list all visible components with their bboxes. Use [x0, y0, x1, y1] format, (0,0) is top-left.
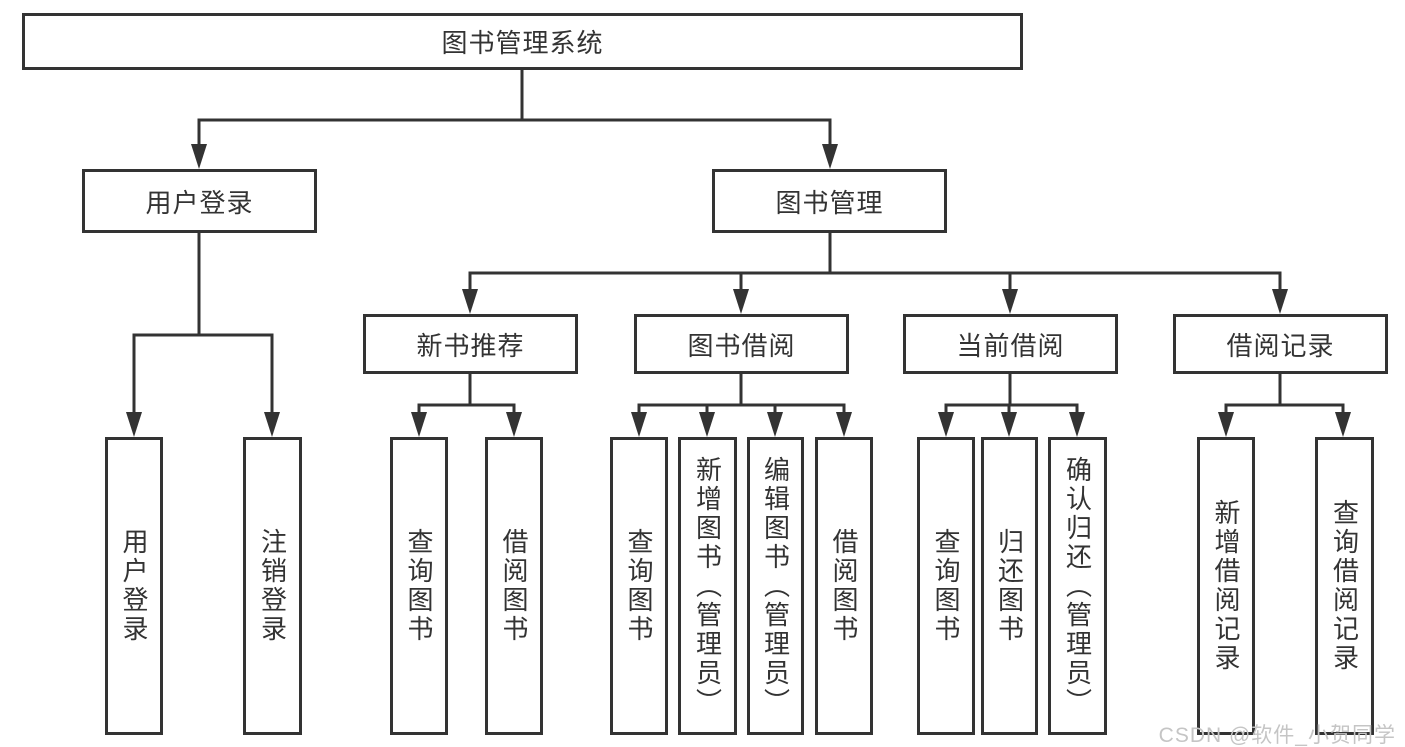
node-label: 用户登录: [119, 528, 149, 644]
node-label: 当前借阅: [956, 330, 1065, 361]
arrowhead-icon: [1001, 412, 1017, 437]
arrowhead-icon: [1069, 412, 1085, 437]
arrowhead-icon: [1218, 412, 1234, 437]
node-label: 用户登录: [145, 187, 254, 218]
node-label: 查询图书: [624, 528, 654, 644]
node-query-borrow-record: 查询借阅记录: [1315, 437, 1374, 735]
arrowhead-icon: [733, 289, 749, 314]
node-current-borrow: 当前借阅: [903, 314, 1118, 374]
arrowhead-icon: [126, 412, 142, 437]
arrowhead-icon: [1272, 289, 1288, 314]
watermark: CSDN @软件_小贺同学: [1158, 724, 1396, 747]
node-label: 借阅记录: [1226, 330, 1335, 361]
node-user-login: 用户登录: [82, 169, 317, 233]
connector-library-system: [191, 70, 838, 169]
node-user-login-action: 用户登录: [105, 437, 163, 735]
node-label: 确认归还（管理员）: [1062, 455, 1093, 717]
arrowhead-icon: [938, 412, 954, 437]
node-query-book-borrow: 查询图书: [610, 437, 668, 735]
connector-user-login: [126, 233, 280, 437]
node-label: 借阅图书: [829, 528, 859, 644]
arrowhead-icon: [1002, 289, 1018, 314]
node-logout-action: 注销登录: [243, 437, 302, 735]
node-return-book: 归还图书: [981, 437, 1038, 735]
arrowhead-icon: [411, 412, 427, 437]
arrowhead-icon: [699, 412, 715, 437]
node-query-book-rec: 查询图书: [390, 437, 448, 735]
node-edit-book-admin: 编辑图书（管理员）: [747, 437, 804, 735]
arrowhead-icon: [631, 412, 647, 437]
node-book-borrow: 图书借阅: [634, 314, 849, 374]
node-library-system: 图书管理系统: [22, 13, 1023, 70]
node-label: 新增图书（管理员）: [692, 455, 723, 717]
node-label: 图书管理系统: [441, 28, 604, 58]
arrowhead-icon: [506, 412, 522, 437]
node-label: 查询图书: [931, 528, 961, 644]
node-borrow-record: 借阅记录: [1173, 314, 1388, 374]
node-add-borrow-record: 新增借阅记录: [1197, 437, 1255, 735]
node-label: 查询图书: [404, 528, 434, 644]
node-label: 借阅图书: [499, 528, 529, 644]
node-confirm-return-admin: 确认归还（管理员）: [1048, 437, 1107, 735]
arrowhead-icon: [191, 144, 207, 169]
node-borrow-book-action: 借阅图书: [815, 437, 873, 735]
arrowhead-icon: [836, 412, 852, 437]
node-label: 新书推荐: [416, 330, 525, 361]
arrowhead-icon: [462, 289, 478, 314]
node-label: 图书借阅: [687, 330, 796, 361]
node-label: 归还图书: [994, 528, 1025, 644]
node-new-book-recommend: 新书推荐: [363, 314, 578, 374]
node-label: 查询借阅记录: [1329, 499, 1360, 673]
node-label: 图书管理: [775, 187, 884, 218]
node-add-book-admin: 新增图书（管理员）: [678, 437, 737, 735]
arrowhead-icon: [264, 412, 280, 437]
arrowhead-icon: [767, 412, 783, 437]
connector-borrow-record: [1218, 374, 1351, 437]
connector-book-borrow: [631, 374, 852, 437]
node-label: 注销登录: [257, 528, 288, 644]
node-borrow-book-rec: 借阅图书: [485, 437, 543, 735]
connector-book-management: [462, 233, 1288, 314]
node-label: 新增借阅记录: [1211, 499, 1241, 673]
node-book-management: 图书管理: [712, 169, 947, 233]
arrowhead-icon: [822, 144, 838, 169]
node-query-book-current: 查询图书: [917, 437, 975, 735]
connector-current-borrow: [938, 374, 1085, 437]
arrowhead-icon: [1335, 412, 1351, 437]
connector-new-book-recommend: [411, 374, 522, 437]
node-label: 编辑图书（管理员）: [760, 455, 791, 717]
